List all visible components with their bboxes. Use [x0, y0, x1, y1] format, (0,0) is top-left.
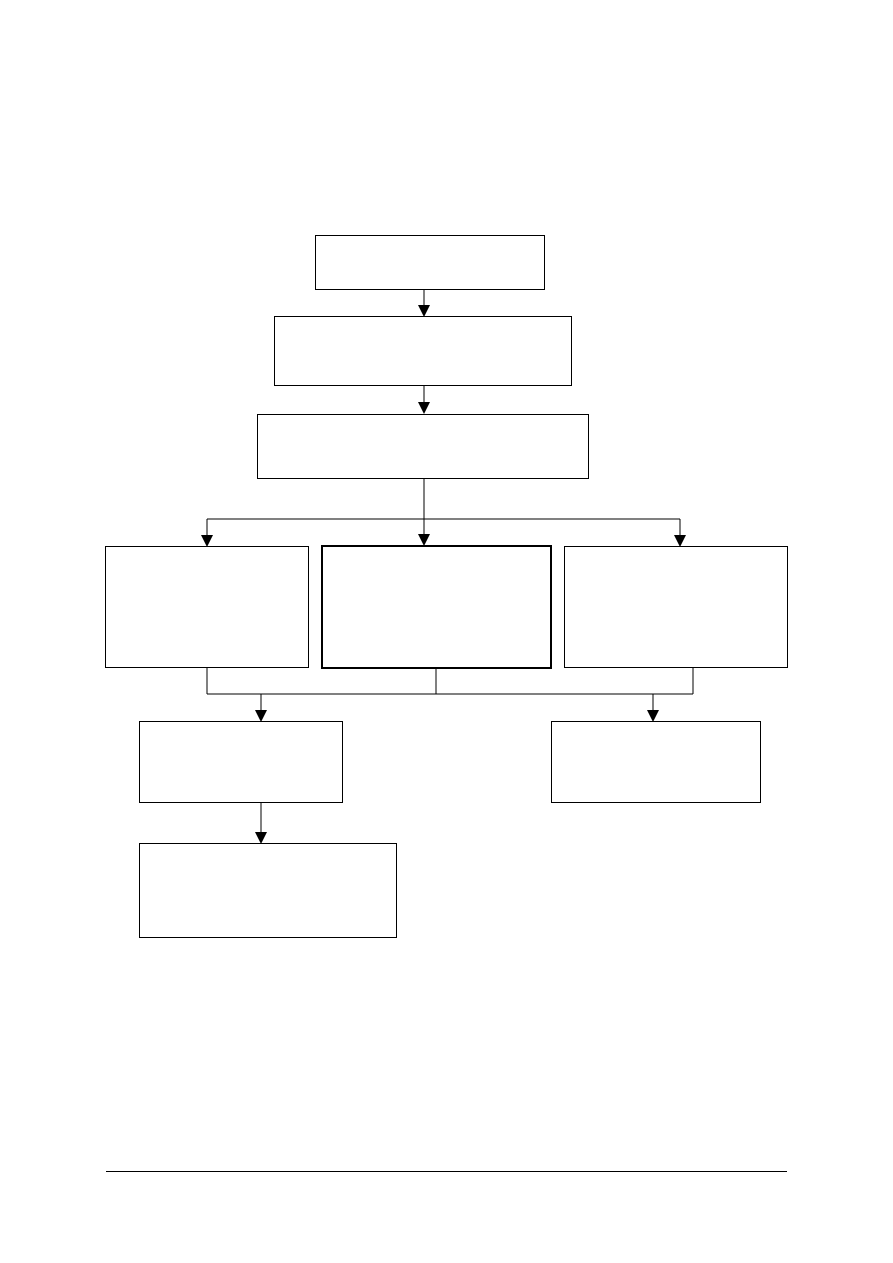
node-step-1 — [315, 235, 545, 290]
connectors — [201, 290, 694, 844]
node-branch-right — [564, 546, 788, 668]
node-outcome-right — [551, 721, 761, 803]
node-branch-left — [105, 546, 309, 668]
node-outcome-left-final — [139, 843, 397, 938]
node-outcome-left — [139, 721, 343, 803]
nodes — [105, 235, 788, 938]
node-step-3 — [257, 414, 589, 479]
node-branch-center — [321, 545, 552, 669]
node-step-2 — [274, 316, 572, 386]
